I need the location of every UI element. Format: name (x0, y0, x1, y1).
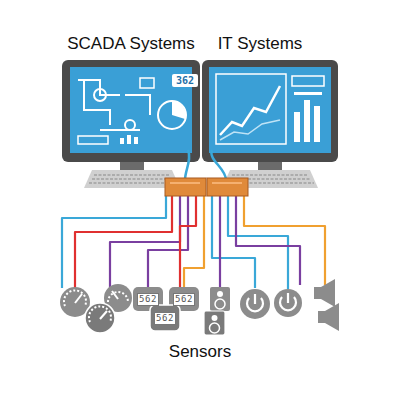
sensor-wire (62, 195, 166, 288)
network-switch (165, 178, 206, 196)
it-monitor (202, 60, 338, 188)
network-switch (165, 178, 248, 196)
gauge-sensor (60, 284, 132, 333)
it-monitor (216, 74, 286, 144)
network-switch (170, 182, 242, 184)
power-sensor (240, 289, 302, 319)
scada-monitor (125, 120, 135, 130)
power-sensor (287, 293, 289, 303)
scada-monitor (94, 89, 106, 101)
it-monitor (292, 76, 324, 86)
horn-sensor (314, 279, 339, 331)
scada-monitor (127, 135, 131, 144)
scada-monitor (134, 137, 138, 144)
node-heading: SCADA Systems (42, 34, 220, 54)
monitor-cable (185, 150, 226, 180)
gauge-sensor (89, 306, 111, 322)
sensor-wire (148, 195, 188, 288)
meter-sensor (133, 287, 199, 331)
speaker-sensor (217, 291, 223, 297)
sensor-wire (244, 195, 325, 285)
sensor-wire (212, 195, 255, 288)
it-monitor (209, 67, 331, 153)
scada-monitor (78, 136, 108, 144)
screen-value: 362 (172, 74, 198, 87)
gauge-sensor (108, 292, 128, 302)
it-monitor (202, 60, 338, 162)
gauge-sensor (85, 303, 115, 333)
it-monitor (220, 86, 280, 135)
gauge-sensor (100, 311, 107, 319)
meter-sensor (150, 305, 180, 331)
it-monitor (258, 162, 282, 170)
meter-digits: 562 (173, 293, 195, 306)
speaker-sensor (212, 315, 218, 321)
scada-monitor (89, 175, 176, 183)
it-monitor (314, 106, 320, 142)
node-heading: IT Systems (190, 34, 330, 54)
it-monitor (220, 120, 280, 140)
scada-monitor (62, 60, 200, 162)
it-monitor (294, 112, 300, 142)
scada-monitor (78, 80, 150, 130)
section-label: Sensors (150, 342, 250, 362)
sensor-wire (219, 195, 221, 288)
speaker-sensor (204, 287, 230, 335)
power-sensor (240, 289, 270, 319)
network-switch (207, 178, 248, 196)
scada-monitor (62, 60, 200, 188)
sensor-wire (62, 195, 325, 298)
horn-sensor (318, 311, 325, 323)
sensor-wire (110, 195, 180, 298)
gauge-sensor (75, 294, 82, 303)
speaker-sensor (210, 323, 220, 333)
horn-sensor (325, 303, 339, 331)
horn-sensor (321, 279, 335, 307)
speaker-sensor (215, 299, 225, 309)
scada-monitor (172, 101, 186, 119)
it-monitor (294, 92, 322, 95)
it-monitor-node: IT Systems (202, 60, 338, 190)
scada-monitor (158, 101, 186, 129)
sensor-wire (180, 195, 196, 290)
sensor-wire (184, 195, 204, 288)
scada-monitor-node: SCADA Systems362 (62, 60, 200, 190)
horn-sensor (314, 287, 321, 299)
it-monitor (304, 100, 310, 142)
gauge-sensor (64, 290, 86, 306)
power-sensor (254, 294, 256, 304)
scada-monitor (140, 78, 154, 88)
sensor-wire (236, 195, 300, 285)
gauge-sensor (112, 291, 118, 299)
scada-monitor (120, 138, 124, 144)
monitor-cable (211, 150, 226, 180)
speaker-sensor (210, 287, 230, 311)
speaker-sensor (204, 311, 225, 335)
meter-digits: 562 (137, 293, 159, 306)
meter-digits: 562 (154, 312, 176, 325)
monitor-cable (185, 150, 189, 180)
power-sensor (274, 289, 302, 317)
scada-monitor (120, 162, 144, 170)
